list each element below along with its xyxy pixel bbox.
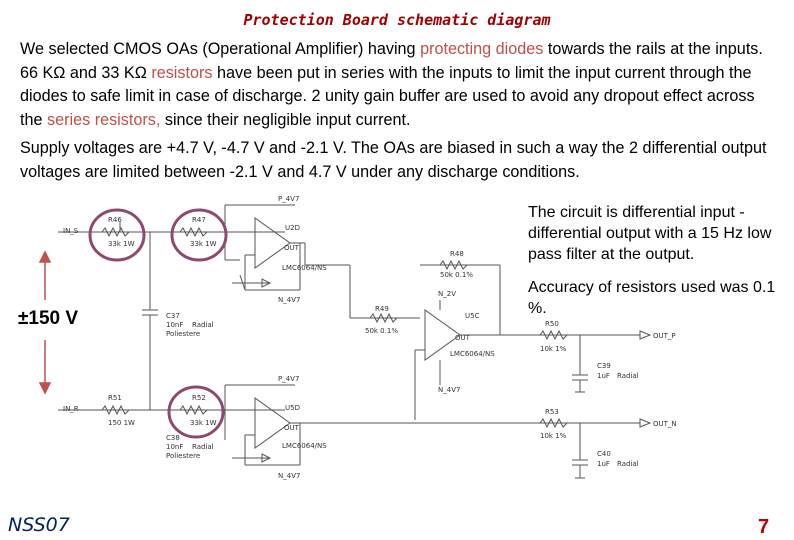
- r49-label: R49: [375, 305, 389, 313]
- n4v7-bottom-label: N_4V7: [278, 472, 300, 480]
- u5d-part: LMC6064/NS: [282, 442, 327, 450]
- c40-value: 1uF: [597, 460, 610, 468]
- c38-label: C38: [166, 434, 180, 442]
- c39-label: C39: [597, 362, 611, 370]
- u5d-out-pin-label: OUT: [284, 424, 300, 432]
- intro-paragraph: We selected CMOS OAs (Operational Amplif…: [20, 38, 780, 132]
- r51-label: R51: [108, 394, 122, 402]
- c39-value: 1uF: [597, 372, 610, 380]
- n4v7-top-label: N_4V7: [278, 296, 300, 304]
- r53-value: 10k 1%: [540, 432, 567, 440]
- c37-value: 10nF: [166, 321, 183, 329]
- net-in-r-label: IN_R: [63, 405, 79, 413]
- c38-dielectric: Poliestere: [166, 452, 200, 460]
- c37-type: Radial: [192, 321, 214, 329]
- r50-label: R50: [545, 320, 559, 328]
- r47-label: R47: [192, 216, 206, 224]
- r49-value: 50k 0.1%: [365, 327, 398, 335]
- n4v7-u5c-label: N_4V7: [438, 386, 460, 394]
- highlight-series-resistors: series resistors,: [47, 110, 161, 129]
- u5c-part: LMC6064/NS: [450, 350, 495, 358]
- u5c-label: U5C: [465, 312, 480, 320]
- r48-label: R48: [450, 250, 464, 258]
- net-in-s-label: IN_S: [63, 227, 79, 235]
- c37-label: C37: [166, 312, 180, 320]
- r50-value: 10k 1%: [540, 345, 567, 353]
- r48-value: 50k 0.1%: [440, 271, 473, 279]
- highlight-protecting-diodes: protecting diodes: [420, 40, 544, 58]
- out-p-label: OUT_P: [653, 332, 676, 340]
- n2v-label: N_2V: [438, 290, 456, 298]
- r51-value: 150 1W: [108, 419, 135, 427]
- c37-dielectric: Poliestere: [166, 330, 200, 338]
- footer-conference-label: NSS07: [8, 514, 70, 536]
- u2d-out-pin-label: OUT: [284, 244, 300, 252]
- intro-text-1: We selected CMOS OAs (Operational Amplif…: [20, 40, 421, 58]
- page-number: 7: [758, 516, 770, 538]
- c38-type: Radial: [192, 443, 214, 451]
- r53-label: R53: [545, 408, 559, 416]
- r52-value: 33k 1W: [190, 419, 217, 427]
- page-title: Protection Board schematic diagram: [243, 11, 551, 29]
- u5d-label: U5D: [285, 404, 300, 412]
- u2d-part: LMC6064/NS: [282, 264, 327, 272]
- intro-text-2: towards the rails at the inputs. 66 KΩ a…: [20, 40, 763, 82]
- supply-paragraph: Supply voltages are +4.7 V, -4.7 V and -…: [20, 139, 767, 181]
- u5c-out-pin-label: OUT: [455, 334, 471, 342]
- c40-label: C40: [597, 450, 611, 458]
- accuracy-note: Accuracy of resistors used was 0.1 %.: [528, 279, 776, 317]
- circuit-note: The circuit is differential input - diff…: [528, 204, 772, 263]
- c40-type: Radial: [617, 460, 639, 468]
- p4v7-top-label: P_4V7: [278, 195, 299, 203]
- c38-value: 10nF: [166, 443, 183, 451]
- highlight-resistors: resistors: [151, 63, 213, 82]
- u2d-label: U2D: [285, 224, 300, 232]
- voltage-label: ±150 V: [18, 308, 79, 329]
- p4v7-bottom-label: P_4V7: [278, 375, 299, 383]
- c39-type: Radial: [617, 372, 639, 380]
- intro-text-3: have been put in series with the inputs …: [20, 63, 755, 129]
- r47-value: 33k 1W: [190, 240, 217, 248]
- r46-label: R46: [108, 216, 122, 224]
- r52-label: R52: [192, 394, 206, 402]
- r46-value: 33k 1W: [108, 240, 135, 248]
- out-n-label: OUT_N: [653, 420, 677, 428]
- intro-text-4: since their negligible input current.: [160, 110, 411, 129]
